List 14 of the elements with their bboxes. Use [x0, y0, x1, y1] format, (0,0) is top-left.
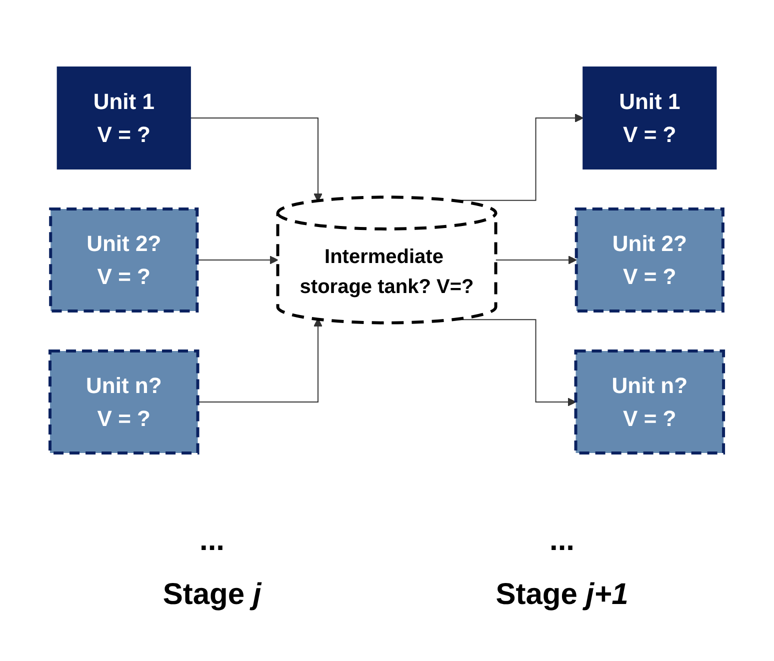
node-box: Unit n? V = ? [574, 350, 726, 454]
ellipsis-label: ... [199, 524, 224, 558]
arrow [198, 318, 323, 402]
stage-label: Stage j+1 [496, 578, 628, 612]
ellipsis-label: ... [549, 524, 574, 558]
node-box: Unit 1 V = ? [582, 66, 717, 170]
arrow [190, 118, 323, 202]
arrow [496, 256, 577, 264]
node-box: Unit n? V = ? [48, 350, 200, 454]
stage-label: Stage j [162, 578, 262, 612]
arrow [196, 256, 278, 264]
node-box: Unit 1 V = ? [57, 66, 192, 170]
node-box: Unit 2? V = ? [575, 208, 725, 312]
node-box: Unit 2? V = ? [49, 208, 199, 312]
